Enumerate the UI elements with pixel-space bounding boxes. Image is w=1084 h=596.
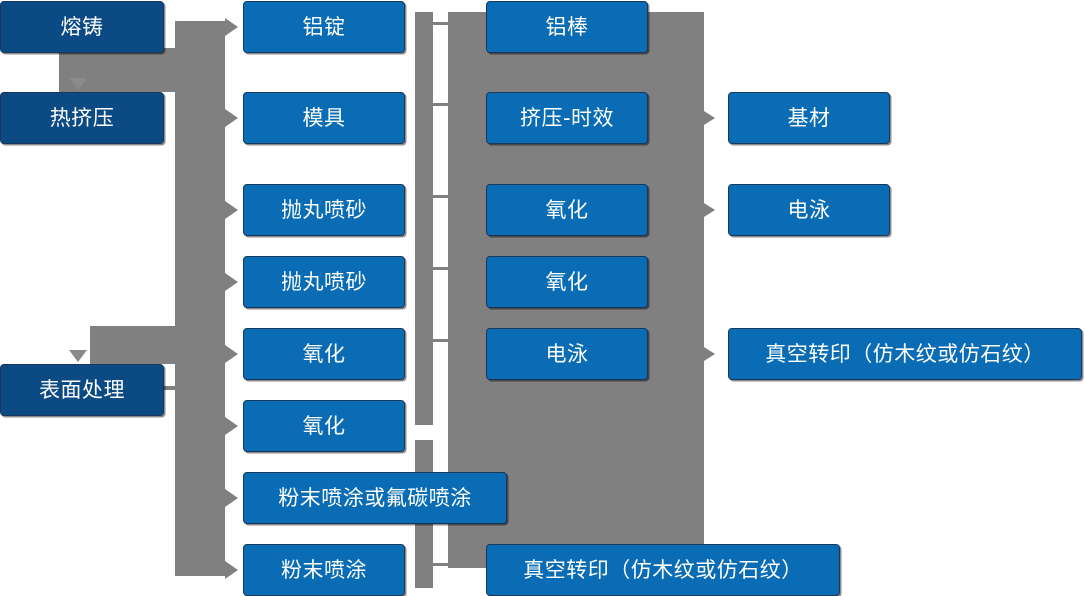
- col2-shot-blasting-1-label: 抛丸喷砂: [281, 197, 367, 222]
- connector-spine-left: [175, 21, 225, 576]
- col2-powder-or-pvdf[interactable]: 粉末喷涂或氟碳喷涂: [243, 472, 507, 524]
- rung-2: [433, 103, 449, 106]
- arrow-spine-to-col2-3: [225, 201, 238, 219]
- col3-electrophoresis[interactable]: 电泳: [486, 328, 648, 380]
- col2-powder-or-pvdf-label: 粉末喷涂或氟碳喷涂: [278, 485, 472, 510]
- col4-electrophoresis[interactable]: 电泳: [728, 184, 890, 236]
- rung-3: [433, 195, 449, 198]
- arrow-block-to-col4-1: [704, 111, 715, 125]
- col2-shot-blasting-1[interactable]: 抛丸喷砂: [243, 184, 405, 236]
- col2-oxidation-1[interactable]: 氧化: [243, 328, 405, 380]
- connector-thin-bar-upper: [415, 12, 433, 425]
- col2-oxidation-2-label: 氧化: [302, 413, 346, 438]
- col3-oxidation-1-label: 氧化: [545, 197, 589, 222]
- stage-surface-treatment-label: 表面处理: [39, 377, 125, 402]
- col2-oxidation-2[interactable]: 氧化: [243, 400, 405, 452]
- stage-surface-treatment[interactable]: 表面处理: [0, 364, 164, 416]
- col2-die[interactable]: 模具: [243, 92, 405, 144]
- col4-electrophoresis-label: 电泳: [787, 197, 831, 222]
- col3-extrusion-aging-label: 挤压-时效: [519, 105, 615, 130]
- col2-oxidation-1-label: 氧化: [302, 341, 346, 366]
- col2-shot-blasting-2[interactable]: 抛丸喷砂: [243, 256, 405, 308]
- rung-4: [433, 267, 449, 270]
- col2-powder-coating-label: 粉末喷涂: [281, 557, 367, 582]
- stage-melt-cast[interactable]: 熔铸: [0, 1, 164, 53]
- arrow-spine-to-col2-2: [225, 109, 238, 127]
- col3-oxidation-1[interactable]: 氧化: [486, 184, 648, 236]
- arrow-spine-to-col2-5: [225, 345, 238, 363]
- stage-hot-extrusion-label: 热挤压: [49, 105, 115, 130]
- connector-above-surface-treatment: [90, 326, 176, 364]
- arrow-spine-to-col2-7: [225, 489, 238, 507]
- col3-vacuum-transfer-label: 真空转印（仿木纹或仿石纹）: [523, 557, 803, 582]
- arrow-spine-to-col2-8: [225, 561, 238, 579]
- arrow-block-to-col4-3: [704, 347, 715, 361]
- col3-vacuum-transfer[interactable]: 真空转印（仿木纹或仿石纹）: [486, 544, 840, 596]
- col3-oxidation-2[interactable]: 氧化: [486, 256, 648, 308]
- col2-aluminum-ingot[interactable]: 铝锭: [243, 1, 405, 53]
- col4-vacuum-transfer[interactable]: 真空转印（仿木纹或仿石纹）: [728, 328, 1082, 380]
- col4-base-material-label: 基材: [787, 105, 831, 130]
- col3-aluminum-bar-label: 铝棒: [545, 14, 589, 39]
- arrow-down-to-surface-treatment: [69, 350, 87, 362]
- col4-base-material[interactable]: 基材: [728, 92, 890, 144]
- connector-surface-treatment-stub: [164, 386, 202, 390]
- col3-oxidation-2-label: 氧化: [545, 269, 589, 294]
- col2-die-label: 模具: [302, 105, 346, 130]
- rung-6: [433, 563, 449, 566]
- col3-extrusion-aging[interactable]: 挤压-时效: [486, 92, 648, 144]
- col2-aluminum-ingot-label: 铝锭: [302, 14, 346, 39]
- arrow-spine-to-col2-6: [225, 417, 238, 435]
- arrow-spine-to-col2-1: [225, 18, 238, 36]
- col2-powder-coating[interactable]: 粉末喷涂: [243, 544, 405, 596]
- rung-5: [433, 339, 449, 342]
- stage-melt-cast-label: 熔铸: [60, 14, 104, 39]
- rung-1: [433, 22, 449, 25]
- stage-hot-extrusion[interactable]: 热挤压: [0, 92, 164, 144]
- col3-electrophoresis-label: 电泳: [545, 341, 589, 366]
- arrow-block-to-col4-2: [704, 203, 715, 217]
- arrow-spine-to-col2-4: [225, 273, 238, 291]
- col2-shot-blasting-2-label: 抛丸喷砂: [281, 269, 367, 294]
- arrow-down-to-hot-extrusion: [69, 78, 87, 90]
- col3-aluminum-bar[interactable]: 铝棒: [486, 1, 648, 53]
- col4-vacuum-transfer-label: 真空转印（仿木纹或仿石纹）: [765, 341, 1045, 366]
